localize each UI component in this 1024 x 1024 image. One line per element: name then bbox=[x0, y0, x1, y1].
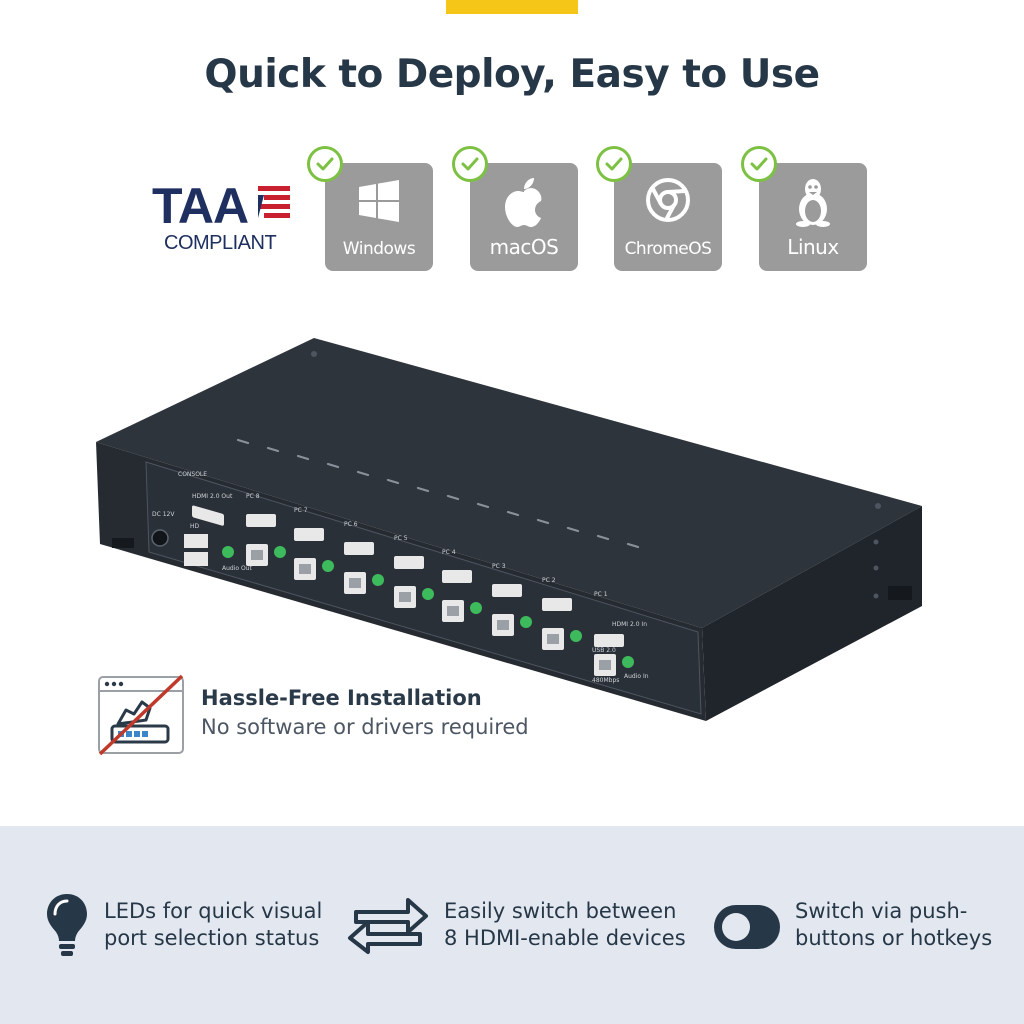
speed-label: 480Mbps bbox=[592, 677, 619, 684]
taa-subtitle: COMPLIANT bbox=[164, 232, 277, 254]
feature-leds: LEDs for quick visual port selection sta… bbox=[104, 898, 322, 952]
feature-line: port selection status bbox=[104, 926, 320, 950]
kvm-switch-device: CONSOLE HDMI 2.0 Out HD DC 12V Audio Out… bbox=[96, 338, 922, 721]
no-software-icon bbox=[98, 674, 184, 756]
hdmi-out-label: HDMI 2.0 Out bbox=[192, 493, 233, 500]
os-tile-macos: macOS bbox=[470, 163, 578, 271]
os-label: ChromeOS bbox=[624, 239, 712, 259]
apple-icon bbox=[505, 178, 542, 227]
os-label: Linux bbox=[787, 235, 839, 259]
os-label: Windows bbox=[342, 239, 416, 259]
chrome-icon bbox=[646, 178, 690, 222]
os-label: macOS bbox=[489, 235, 559, 259]
port-label: PC 3 bbox=[492, 563, 506, 570]
os-tile-linux: Linux bbox=[759, 163, 867, 271]
lightbulb-icon bbox=[47, 894, 87, 956]
dc-label: DC 12V bbox=[152, 511, 175, 518]
page-title: Quick to Deploy, Easy to Use bbox=[204, 52, 820, 97]
audio-in-label: Audio In bbox=[624, 673, 649, 680]
feature-line: 8 HDMI-enable devices bbox=[444, 926, 686, 950]
os-tile-chromeos: ChromeOS bbox=[614, 163, 722, 271]
hdmi-in-label: HDMI 2.0 In bbox=[612, 621, 647, 628]
usb-label: USB 2.0 bbox=[592, 647, 616, 654]
taa-mark: TAA bbox=[152, 178, 249, 234]
port-label: PC 7 bbox=[294, 507, 308, 514]
port-label: PC 5 bbox=[394, 535, 408, 542]
windows-icon bbox=[359, 180, 399, 222]
console-label: CONSOLE bbox=[178, 471, 207, 478]
port-label: PC 1 bbox=[594, 591, 608, 598]
audio-out-label: Audio Out bbox=[222, 565, 252, 572]
check-icon bbox=[452, 146, 488, 182]
linux-tux-icon bbox=[796, 179, 830, 227]
features-band bbox=[0, 826, 1024, 1024]
taa-compliant-logo: TAA COMPLIANT bbox=[152, 180, 292, 260]
toggle-icon bbox=[714, 905, 780, 949]
feature-switching: Easily switch between 8 HDMI-enable devi… bbox=[444, 898, 686, 952]
hassle-free-title: Hassle-Free Installation bbox=[201, 686, 482, 710]
accent-bar bbox=[446, 0, 578, 14]
feature-line: Switch via push- bbox=[795, 899, 968, 923]
check-icon bbox=[741, 146, 777, 182]
port-label: PC 6 bbox=[344, 521, 358, 528]
switch-arrows-icon bbox=[348, 898, 428, 954]
port-label: PC 4 bbox=[442, 549, 456, 556]
port-label: PC 2 bbox=[542, 577, 556, 584]
os-tile-windows: Windows bbox=[325, 163, 433, 271]
feature-line: Easily switch between bbox=[444, 899, 677, 923]
feature-pushbuttons: Switch via push- buttons or hotkeys bbox=[795, 898, 992, 952]
hassle-free-subtitle: No software or drivers required bbox=[201, 715, 529, 739]
feature-line: buttons or hotkeys bbox=[795, 926, 993, 950]
flag-stripes-icon bbox=[258, 186, 290, 218]
feature-line: LEDs for quick visual bbox=[104, 899, 323, 923]
hd-label: HD bbox=[190, 523, 200, 530]
port-label: PC 8 bbox=[246, 493, 260, 500]
check-icon bbox=[596, 146, 632, 182]
check-icon bbox=[307, 146, 343, 182]
